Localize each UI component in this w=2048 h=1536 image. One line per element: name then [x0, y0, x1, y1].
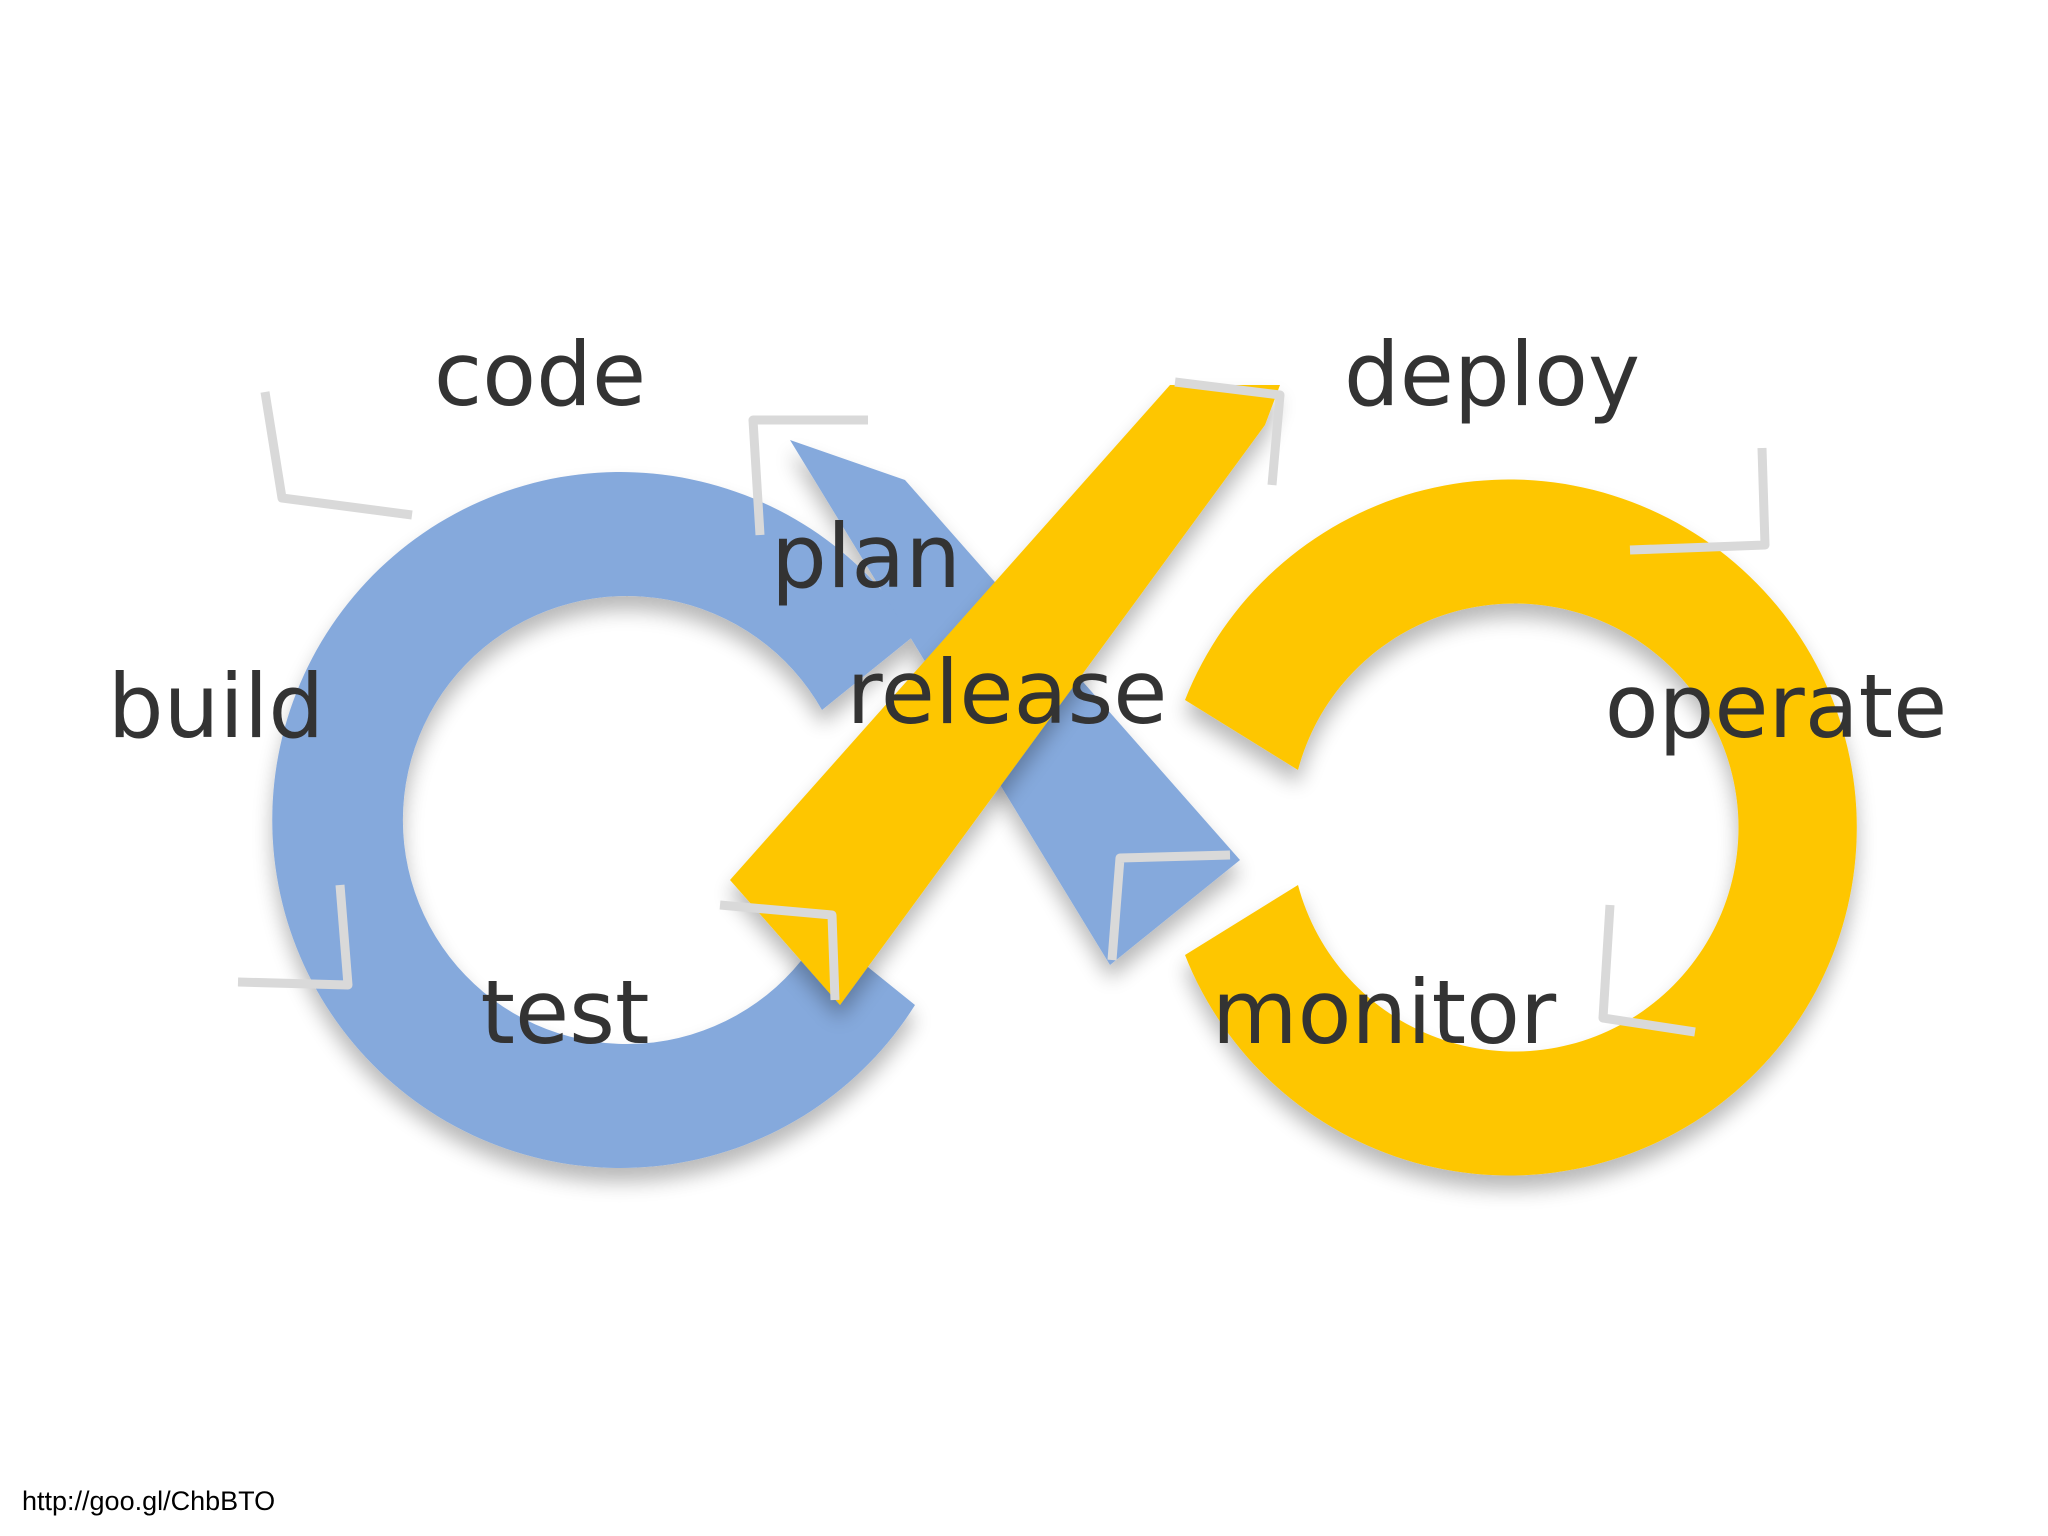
- label-plan: plan: [771, 505, 961, 608]
- label-code: code: [434, 323, 646, 426]
- blue-ring: [272, 472, 916, 1168]
- seam-build-code: [260, 391, 413, 520]
- label-monitor: monitor: [1212, 961, 1557, 1064]
- source-link[interactable]: http://goo.gl/ChbBTO: [22, 1486, 276, 1516]
- label-operate: operate: [1605, 655, 1948, 758]
- phase-labels: code plan build test release deploy oper…: [108, 323, 1947, 1064]
- seam-monitor-plan: [1107, 850, 1231, 961]
- label-test: test: [481, 961, 650, 1064]
- seam-operate-monitor: [1598, 904, 1696, 1037]
- yellow-diagonal-band: [730, 385, 1280, 1005]
- segment-seams: [237, 377, 1770, 1037]
- label-build: build: [108, 655, 324, 758]
- label-deploy: deploy: [1344, 323, 1640, 426]
- seam-build-test: [237, 884, 353, 990]
- seam-test-release: [719, 900, 840, 1001]
- seam-code-plan: [748, 415, 868, 536]
- yellow-loop: [730, 385, 1857, 1176]
- seam-deploy-operate: [1629, 447, 1770, 555]
- yellow-ring: [1185, 479, 1857, 1176]
- label-release: release: [847, 641, 1168, 744]
- seam-release-deploy: [1174, 377, 1285, 486]
